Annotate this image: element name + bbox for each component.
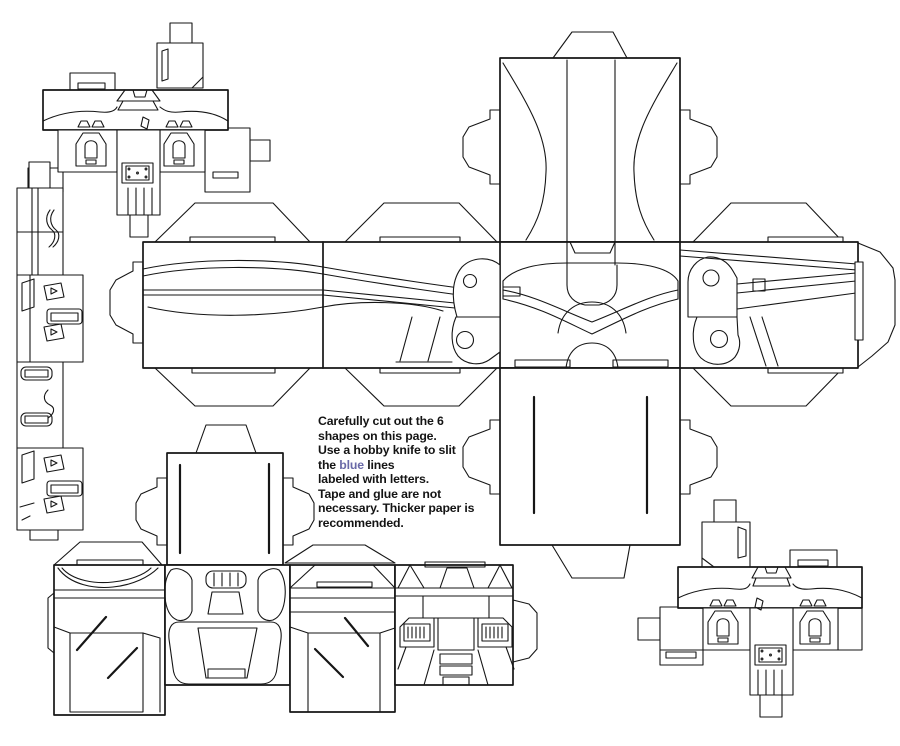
instructions: Carefully cut out the 6 shapes on this p… [318,414,475,530]
slit-lines [75,395,649,680]
blue-word: blue [339,457,364,472]
panel-detail [53,561,515,713]
figure-piece-top-left [27,22,271,238]
instruction-line: Tape and glue are not [318,486,442,501]
panel-detail [142,59,864,369]
large-vehicle-unfold-top [109,31,896,579]
instruction-line: shapes on this page. [318,428,437,443]
slit-line [313,647,345,679]
instruction-text: lines [363,457,395,472]
cab-unfold-bottom-left [47,424,538,716]
instruction-line: Carefully cut out the 6 [318,414,444,428]
slit-line [106,646,139,680]
detail-strip-left [16,161,84,541]
instruction-line: recommended. [318,515,404,530]
instruction-line: labeled with letters. [318,472,429,486]
glue-flaps [109,31,896,579]
slit-line [75,615,108,652]
instruction-line: necessary. Thicker paper is [318,501,475,515]
figure-detail [42,48,239,216]
figure-piece-bottom-right [637,499,863,718]
strip-detail [16,187,83,521]
glue-flaps [47,424,538,663]
instruction-line: the blue lines [318,458,474,473]
instruction-text: the [318,457,340,472]
figure-detail [665,526,863,696]
instruction-line: Use a hobby knife to slit [318,443,456,457]
slit-line [343,616,370,648]
